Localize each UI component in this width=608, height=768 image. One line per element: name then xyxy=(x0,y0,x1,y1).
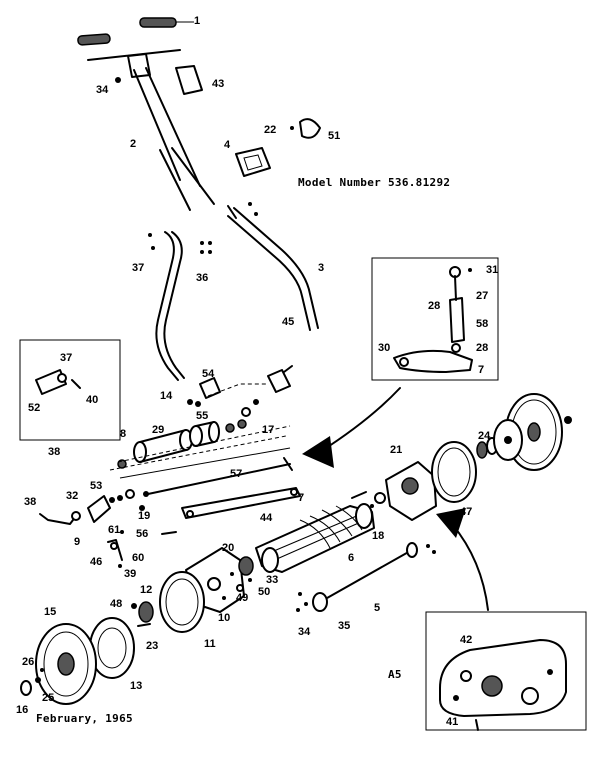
inset-box-adjuster xyxy=(371,257,499,381)
callout-38-inset: 38 xyxy=(48,446,61,458)
callout-51: 51 xyxy=(328,130,341,142)
callout-37-upper: 37 xyxy=(132,262,145,274)
inset-box-lever xyxy=(19,339,121,441)
callout-18: 18 xyxy=(372,530,385,542)
callout-17: 17 xyxy=(262,424,275,436)
roller-29 xyxy=(117,419,247,469)
callout-28-upper: 28 xyxy=(428,300,441,312)
callout-52: 52 xyxy=(28,402,41,414)
callout-36: 36 xyxy=(196,272,209,284)
callout-14: 14 xyxy=(160,390,173,402)
callout-13: 13 xyxy=(130,680,143,692)
callout-26: 26 xyxy=(22,656,35,668)
callout-47: 47 xyxy=(460,506,473,518)
handle-tube-right xyxy=(227,202,319,331)
inset-box-housing xyxy=(425,611,587,731)
gear-47 xyxy=(431,441,477,503)
callout-1: 1 xyxy=(194,15,201,27)
callout-24: 24 xyxy=(478,430,491,442)
callout-8: 8 xyxy=(120,428,127,440)
callout-35: 35 xyxy=(338,620,351,632)
callout-48: 48 xyxy=(110,598,123,610)
callout-30: 30 xyxy=(378,342,391,354)
callout-12: 12 xyxy=(140,584,153,596)
callout-42: 42 xyxy=(460,634,473,646)
lever-52 xyxy=(35,369,81,395)
reel-6 xyxy=(255,491,375,573)
pinion-12 xyxy=(131,601,154,627)
callout-60: 60 xyxy=(132,552,145,564)
knob-43 xyxy=(175,65,203,95)
callout-7: 7 xyxy=(298,492,305,504)
callout-5: 5 xyxy=(374,602,381,614)
callout-32: 32 xyxy=(66,490,79,502)
callout-15: 15 xyxy=(44,606,57,618)
callout-38: 38 xyxy=(24,496,37,508)
rod-57 xyxy=(143,457,293,497)
wheel-right xyxy=(493,393,572,471)
callout-45: 45 xyxy=(282,316,295,328)
callout-19: 19 xyxy=(138,510,151,522)
callout-22: 22 xyxy=(264,124,277,136)
handle-tube-left xyxy=(148,231,212,381)
callout-34-lower: 34 xyxy=(298,626,311,638)
callout-41: 41 xyxy=(446,716,459,728)
callout-61: 61 xyxy=(108,524,121,536)
callout-10: 10 xyxy=(218,612,231,624)
callout-57: 57 xyxy=(230,468,243,480)
handle-upper xyxy=(87,49,215,211)
arrow-top xyxy=(302,387,401,468)
callout-56: 56 xyxy=(136,528,149,540)
model-number-caption: Model Number 536.81292 xyxy=(298,176,451,189)
callout-21: 21 xyxy=(390,444,403,456)
callout-6: 6 xyxy=(348,552,355,564)
date-caption: February, 1965 xyxy=(36,712,133,725)
axle-5 xyxy=(296,542,436,612)
callout-29: 29 xyxy=(152,424,165,436)
panel-code: A5 xyxy=(388,668,402,681)
side-plate-21 xyxy=(374,461,437,521)
link-38-53 xyxy=(39,489,177,568)
callout-46: 46 xyxy=(90,556,103,568)
callout-4: 4 xyxy=(224,139,231,151)
adjuster-assembly xyxy=(393,266,473,373)
arrow-bottom xyxy=(436,508,489,611)
bar-7 xyxy=(181,487,301,519)
callout-27: 27 xyxy=(476,290,489,302)
bracket-4 xyxy=(235,147,271,177)
gear-11 xyxy=(159,571,205,633)
hinge-54 xyxy=(187,365,293,417)
callout-25: 25 xyxy=(42,692,55,704)
clip-51 xyxy=(290,118,321,139)
housing-plate xyxy=(439,639,567,731)
callout-49: 49 xyxy=(236,592,249,604)
callout-7-inset: 7 xyxy=(478,364,485,376)
callout-43: 43 xyxy=(212,78,225,90)
callout-3: 3 xyxy=(318,262,325,274)
callout-2: 2 xyxy=(130,138,137,150)
callout-23: 23 xyxy=(146,640,159,652)
callout-37-inset: 37 xyxy=(60,352,73,364)
callout-33: 33 xyxy=(266,574,279,586)
callout-50: 50 xyxy=(258,586,271,598)
callout-55: 55 xyxy=(196,410,209,422)
callout-40: 40 xyxy=(86,394,99,406)
callout-44: 44 xyxy=(260,512,273,524)
callout-39: 39 xyxy=(124,568,137,580)
callout-20: 20 xyxy=(222,542,235,554)
callout-58: 58 xyxy=(476,318,489,330)
callout-53: 53 xyxy=(90,480,103,492)
callout-31: 31 xyxy=(486,264,499,276)
callout-54: 54 xyxy=(202,368,215,380)
callout-28-lower: 28 xyxy=(476,342,489,354)
guide-lines xyxy=(109,425,291,479)
callout-34-upper: 34 xyxy=(96,84,109,96)
wheel-left xyxy=(20,617,135,705)
handle-grips xyxy=(77,17,194,46)
callout-11: 11 xyxy=(204,638,216,650)
callout-16: 16 xyxy=(16,704,29,716)
callout-9: 9 xyxy=(74,536,81,548)
